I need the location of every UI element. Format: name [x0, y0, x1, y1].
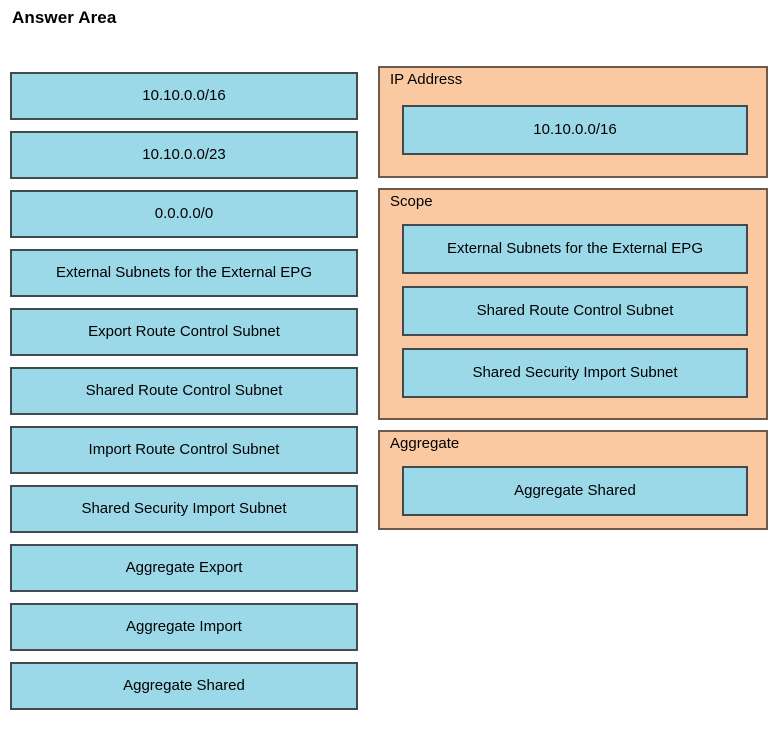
list-item[interactable]: Aggregate Export: [10, 544, 358, 592]
list-item[interactable]: External Subnets for the External EPG: [10, 249, 358, 297]
dropped-tile[interactable]: External Subnets for the External EPG: [402, 224, 748, 274]
dropped-tile[interactable]: 10.10.0.0/16: [402, 105, 748, 155]
page-title: Answer Area: [12, 8, 117, 27]
drop-zone-label: Aggregate: [390, 435, 460, 452]
list-item[interactable]: 10.10.0.0/16: [10, 72, 358, 120]
drop-zone-label: Scope: [390, 193, 433, 210]
dropped-tile[interactable]: Aggregate Shared: [402, 466, 748, 516]
list-item[interactable]: Aggregate Shared: [10, 662, 358, 710]
drop-zone-scope[interactable]: Scope Shared Route Control Subnet Shared…: [378, 188, 768, 420]
list-item[interactable]: Import Route Control Subnet: [10, 426, 358, 474]
dropped-tile[interactable]: Shared Security Import Subnet: [402, 348, 748, 398]
list-item[interactable]: Aggregate Import: [10, 603, 358, 651]
drop-zone-aggregate[interactable]: Aggregate Aggregate Shared: [378, 430, 768, 530]
drop-zone-ip-address[interactable]: IP Address 10.10.0.0/16: [378, 66, 768, 178]
dropped-tile[interactable]: Shared Route Control Subnet: [402, 286, 748, 336]
list-item[interactable]: Shared Security Import Subnet: [10, 485, 358, 533]
list-item[interactable]: Export Route Control Subnet: [10, 308, 358, 356]
list-item[interactable]: Shared Route Control Subnet: [10, 367, 358, 415]
draggable-options-list: 10.10.0.0/16 10.10.0.0/23 0.0.0.0/0 Exte…: [10, 72, 358, 710]
list-item[interactable]: 10.10.0.0/23: [10, 131, 358, 179]
list-item[interactable]: 0.0.0.0/0: [10, 190, 358, 238]
drop-zone-label: IP Address: [390, 71, 463, 88]
